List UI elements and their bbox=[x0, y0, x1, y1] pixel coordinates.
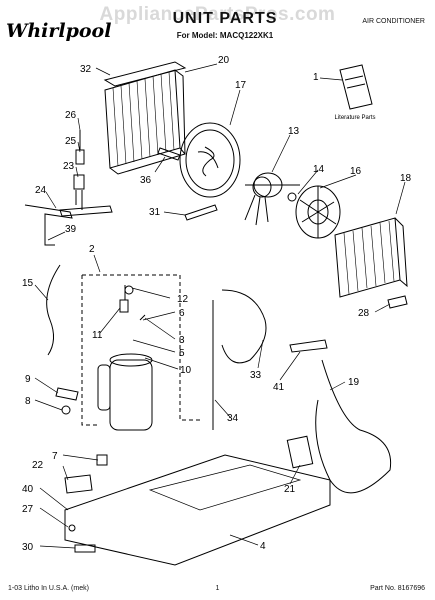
drain-tube bbox=[221, 289, 267, 364]
callout-33: 33 bbox=[250, 370, 262, 381]
callout-15: 15 bbox=[22, 278, 34, 289]
evaporator-coil bbox=[104, 69, 186, 175]
literature-label: Literature Parts bbox=[334, 115, 375, 121]
callout-32: 32 bbox=[80, 64, 92, 75]
callout-6: 6 bbox=[179, 308, 185, 319]
thermostat-stack bbox=[73, 130, 85, 210]
callout-17: 17 bbox=[235, 80, 247, 91]
callout-10: 10 bbox=[180, 365, 192, 376]
callout-25: 25 bbox=[65, 136, 77, 147]
callout-1: 1 bbox=[313, 72, 319, 83]
drain-rail bbox=[59, 205, 113, 217]
fan-shroud bbox=[179, 122, 241, 198]
callout-36: 36 bbox=[140, 175, 152, 186]
category-label: AIR CONDITIONER bbox=[362, 18, 425, 25]
footer-litho: 1-03 Litho In U.S.A. (mek) bbox=[8, 585, 89, 592]
callout-14: 14 bbox=[313, 164, 325, 175]
coil-top-bracket bbox=[103, 61, 187, 87]
callout-3: 3 bbox=[179, 335, 185, 346]
fan-bracket bbox=[157, 147, 181, 161]
callout-40: 40 bbox=[22, 484, 34, 495]
blower-wheel bbox=[295, 185, 341, 239]
power-cord bbox=[46, 264, 61, 356]
callout-numbers: 32 20 1 17 26 13 25 14 16 23 36 18 24 39… bbox=[22, 55, 412, 553]
callout-5: 5 bbox=[179, 348, 185, 359]
watermark-text: AppliancePartsPros.com bbox=[99, 4, 336, 25]
foam-block bbox=[64, 474, 93, 494]
footer-page-number: 1 bbox=[215, 585, 220, 592]
literature-booklet bbox=[339, 64, 373, 110]
base-screw bbox=[68, 524, 76, 532]
heater-part bbox=[184, 204, 218, 221]
base-pan bbox=[64, 454, 331, 566]
callout-9: 9 bbox=[25, 374, 31, 385]
model-line: For Model: MACQ122XK1 bbox=[176, 31, 274, 40]
callout-27: 27 bbox=[22, 504, 34, 515]
callout-30: 30 bbox=[22, 542, 34, 553]
callout-23: 23 bbox=[63, 161, 75, 172]
callout-12: 12 bbox=[177, 294, 189, 305]
tube-bracket bbox=[289, 339, 328, 353]
callout-8: 8 bbox=[25, 396, 31, 407]
callout-11: 11 bbox=[92, 330, 103, 341]
callout-4: 4 bbox=[260, 541, 266, 552]
callout-13: 13 bbox=[288, 126, 300, 137]
grommet bbox=[61, 405, 71, 415]
drain-bracket bbox=[24, 204, 73, 246]
callout-31: 31 bbox=[149, 207, 161, 218]
callout-18: 18 bbox=[400, 173, 412, 184]
callout-19: 19 bbox=[348, 377, 360, 388]
seal-strip bbox=[315, 359, 392, 494]
base-clip bbox=[74, 544, 96, 553]
callout-26: 26 bbox=[65, 110, 77, 121]
motor-nut bbox=[287, 192, 297, 202]
callout-22: 22 bbox=[32, 460, 44, 471]
condenser-coil bbox=[334, 217, 408, 298]
footer-part-number: Part No. 8167696 bbox=[370, 585, 425, 592]
callout-28: 28 bbox=[358, 308, 370, 319]
brand-logo: Whirlpool bbox=[6, 20, 112, 42]
callout-20: 20 bbox=[218, 55, 230, 66]
control-part bbox=[387, 295, 408, 309]
callout-7: 7 bbox=[52, 451, 58, 462]
grommet-nut bbox=[96, 454, 108, 466]
mount-bracket bbox=[55, 387, 79, 401]
callout-34: 34 bbox=[227, 413, 239, 424]
callout-21: 21 bbox=[284, 484, 296, 495]
callout-2: 2 bbox=[89, 244, 95, 255]
page-title: UNIT PARTS bbox=[172, 10, 278, 27]
cover-plate bbox=[286, 435, 314, 469]
fan-motor bbox=[244, 172, 300, 226]
callout-41: 41 bbox=[273, 382, 285, 393]
callout-24: 24 bbox=[35, 185, 47, 196]
callout-39: 39 bbox=[65, 224, 77, 235]
callout-16: 16 bbox=[350, 166, 362, 177]
